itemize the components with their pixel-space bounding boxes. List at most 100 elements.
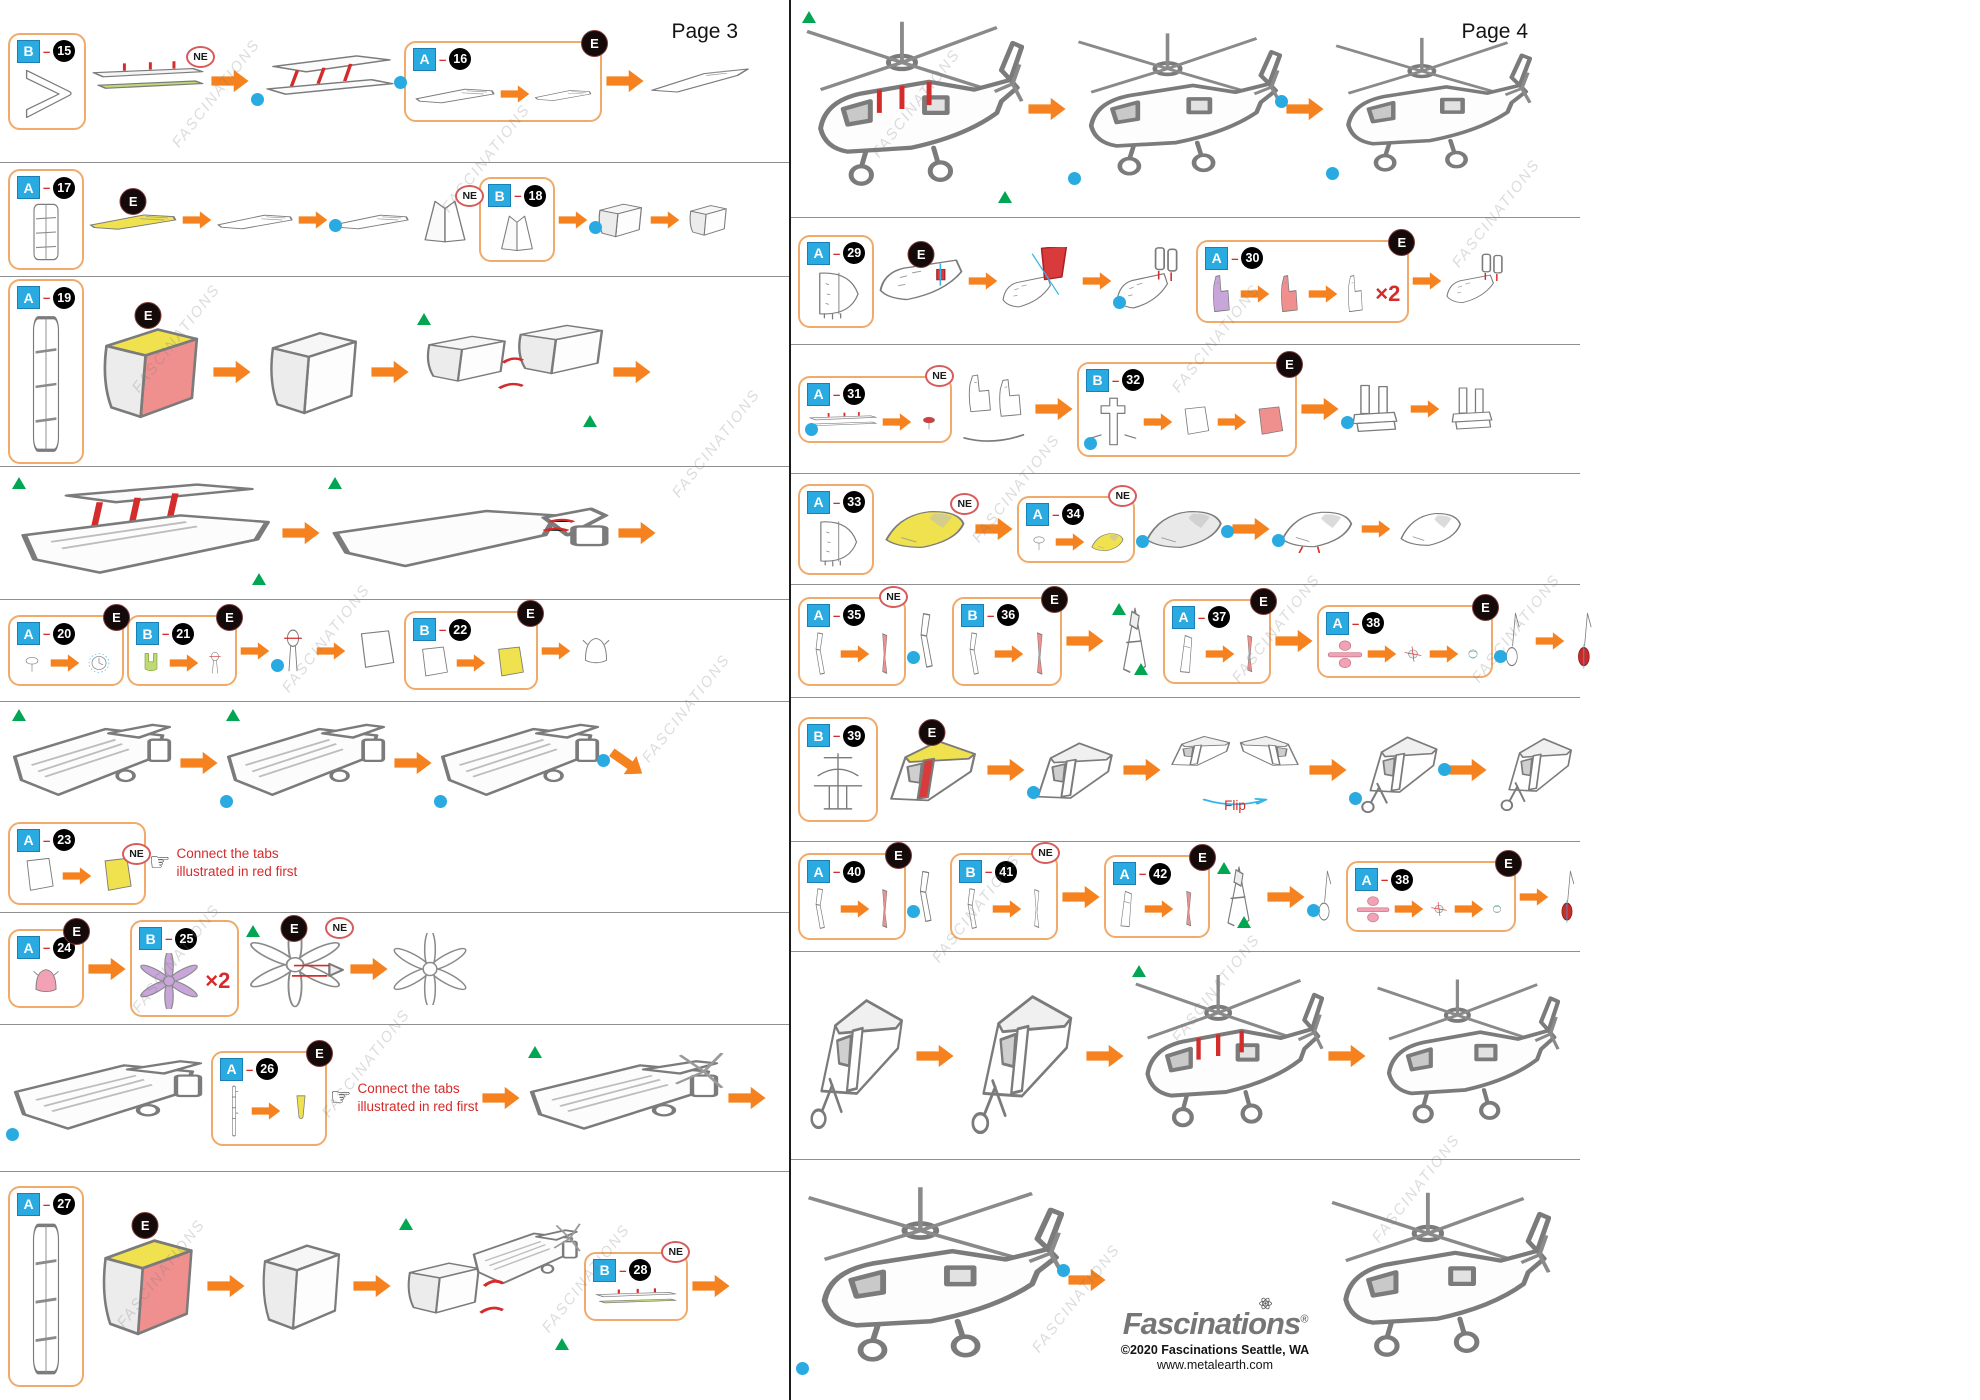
dash-icon: –	[619, 1262, 627, 1278]
step-arrow-icon	[1274, 628, 1314, 654]
part-illustration	[807, 886, 837, 932]
assembly-illustration: E	[877, 241, 965, 310]
mini-step-arrow-icon	[169, 653, 199, 673]
mini-step-arrow-icon	[62, 866, 92, 886]
glue-e-marker: E	[907, 241, 935, 268]
blue-dot-icon	[589, 220, 603, 234]
sheet-letter-badge: A	[1172, 605, 1195, 629]
part-callout-content	[961, 630, 1053, 678]
blue-dot-icon	[1307, 903, 1320, 917]
blue-dot-icon	[1057, 1263, 1070, 1277]
website-line: www.metalearth.com	[1156, 1358, 1273, 1372]
blue-dot-icon	[434, 794, 447, 808]
part-callout-header: B–39	[807, 724, 869, 747]
part-callout-content	[807, 409, 943, 435]
dash-icon: –	[1231, 250, 1239, 266]
step-arrow-icon	[1061, 884, 1101, 910]
part-number: 25	[175, 927, 198, 950]
glue-e-marker: E	[280, 914, 308, 942]
note-line: illustrated in red first	[176, 864, 298, 879]
part-callout-content	[17, 1219, 75, 1379]
step-arrow-icon	[607, 748, 647, 776]
mini-step-arrow-icon	[840, 899, 870, 919]
step-arrow-icon	[617, 520, 657, 546]
glue-e-marker: E	[63, 918, 91, 945]
part-number: 38	[1362, 612, 1385, 634]
assembly-illustration: NE	[414, 184, 485, 246]
part-illustration	[915, 410, 943, 434]
dash-icon: –	[43, 43, 51, 59]
part-callout-header: A–17	[17, 176, 76, 199]
part-number: 34	[1062, 503, 1085, 525]
assembly-illustration: E	[87, 1212, 203, 1349]
green-triangle-icon	[12, 708, 26, 721]
mini-step-arrow-icon	[1217, 412, 1247, 432]
sheet-letter-badge: A	[1205, 246, 1229, 270]
glue-e-marker: E	[885, 842, 912, 869]
assembly-illustration	[589, 198, 647, 242]
part-illustration	[17, 66, 77, 122]
glue-e-marker: E	[1276, 350, 1303, 378]
sheet-letter-badge: A	[1113, 862, 1136, 885]
assembly-illustration	[413, 312, 609, 430]
assembly-illustration	[1341, 381, 1407, 437]
blue-dot-icon	[1068, 171, 1081, 185]
sheet-letter-badge: B	[488, 184, 512, 207]
sheet-letter-badge: A	[807, 382, 830, 406]
step-arrow-icon	[240, 641, 270, 661]
blue-dot-icon	[1349, 791, 1362, 805]
step-arrow-icon	[974, 516, 1014, 542]
glue-e-marker: E	[1250, 587, 1277, 615]
blue-dot-icon	[1438, 762, 1451, 776]
blue-dot-icon	[271, 658, 284, 672]
part-illustration	[1427, 898, 1451, 920]
step-arrow-icon	[1448, 757, 1488, 783]
step-arrow-icon	[370, 359, 410, 385]
part-callout-header: A–27	[17, 1192, 76, 1216]
sheet-letter-badge: B	[593, 1258, 617, 1282]
part-callout-content	[17, 962, 75, 1000]
part-number: 16	[449, 48, 472, 70]
mini-step-arrow-icon	[1240, 284, 1270, 304]
assembly-illustration	[1323, 1183, 1551, 1377]
part-callout-content	[413, 644, 529, 682]
part-number: 28	[629, 1259, 652, 1281]
part-illustration	[220, 1084, 248, 1138]
mini-step-arrow-icon	[1308, 284, 1338, 304]
step-arrow-icon	[1122, 757, 1162, 783]
sheet-letter-badge: B	[1086, 368, 1109, 392]
part-illustration	[1086, 395, 1140, 449]
step-arrow-icon	[1231, 516, 1271, 542]
part-illustration	[873, 631, 897, 677]
part-callout-header: A–35	[807, 603, 897, 627]
part-callout-content	[959, 886, 1049, 932]
page-divider	[789, 0, 791, 1400]
part-callout-header: A–16	[413, 47, 593, 71]
step-arrow-icon	[1535, 631, 1565, 651]
mini-step-arrow-icon	[500, 84, 530, 104]
sheet-letter-badge: B	[959, 860, 982, 883]
assembly-illustration	[798, 983, 912, 1129]
blue-dot-icon	[1341, 416, 1354, 429]
assembly-illustration	[255, 318, 367, 426]
dash-icon: –	[833, 386, 841, 402]
assembly-illustration	[271, 622, 313, 680]
part-callout-content	[593, 1285, 679, 1313]
part-illustration	[489, 644, 529, 682]
step-arrow-icon	[1034, 396, 1074, 422]
step-arrow-icon	[349, 956, 389, 982]
sheet-letter-badge: A	[413, 47, 436, 71]
x2-label: ×2	[205, 968, 231, 993]
sheet-letter-badge: A	[807, 490, 830, 514]
step-arrow-icon	[298, 210, 328, 230]
